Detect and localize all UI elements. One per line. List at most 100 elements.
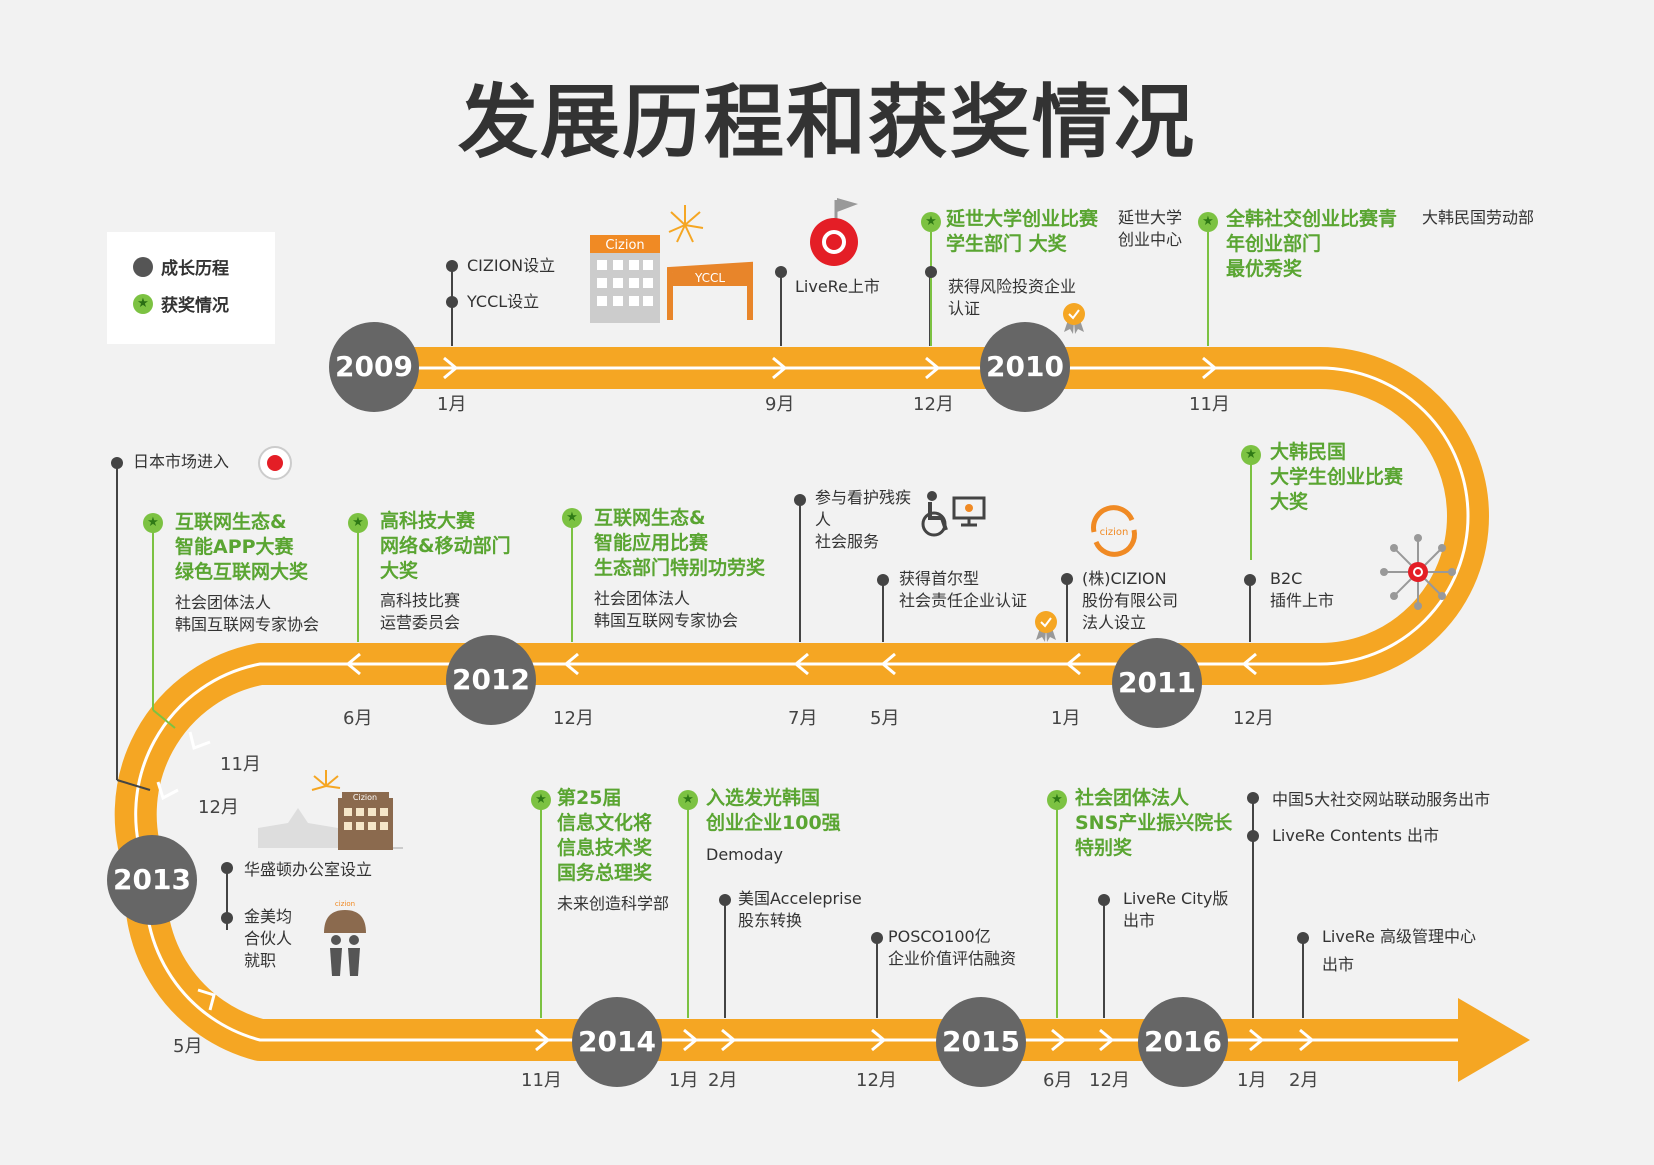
year-circle: 2013 (107, 835, 197, 925)
event-pin (1098, 894, 1110, 906)
month-label: 1月 (1237, 1070, 1267, 1091)
award-text: 全韩社交创业比赛青 年创业部门 最优秀奖 (1226, 207, 1397, 282)
award-line: 延世大学创业比赛 (946, 208, 1099, 230)
event-pin (446, 260, 458, 272)
award-star-icon: ★ (1047, 790, 1067, 810)
gray-dot-icon (133, 256, 153, 277)
event-pin (1244, 574, 1256, 586)
certificate-badge-icon (1035, 611, 1057, 642)
event-text: LiveRe 高级管理中心 出市 (1322, 926, 1476, 976)
wheelchair-monitor-icon (921, 491, 986, 537)
event-line: 获得首尔型 (899, 569, 980, 588)
month-label: 12月 (553, 708, 594, 729)
legend-awards-label: 获奖情况 (161, 296, 229, 316)
year-circle: 2010 (980, 322, 1070, 412)
month-label: 2月 (708, 1070, 738, 1091)
month-label: 1月 (1051, 708, 1081, 729)
event-text: 日本市场进入 (133, 452, 230, 471)
event-line: 就职 (244, 951, 277, 970)
award-star-icon: ★ (1241, 445, 1261, 465)
event-line: 参与看护残疾 (815, 488, 912, 507)
page-title: 发展历程和获奖情况 (458, 76, 1196, 169)
event-pin (1247, 792, 1259, 804)
event-pin (794, 494, 806, 506)
year-circle: 2009 (329, 322, 419, 412)
award-star-icon: ★ (1198, 212, 1218, 232)
event-line: 认证 (948, 299, 981, 318)
award-line: 智能应用比赛 (594, 532, 709, 554)
award-line: 国务总理奖 (557, 862, 653, 884)
award-line: 互联网生态& (175, 511, 287, 533)
event-pin (877, 574, 889, 586)
event-line: 股份有限公司 (1082, 591, 1179, 610)
event-line: LiveRe City版 (1123, 889, 1229, 908)
building-sign-text: Cizion (353, 793, 377, 802)
award-star-icon: ★ (143, 513, 163, 533)
award-line: 全韩社交创业比赛青 (1226, 208, 1398, 230)
event-line: POSCO100亿 (888, 927, 991, 946)
event-text: 社会团体法人 韩国互联网专家协会 (175, 592, 319, 636)
event-pin (446, 296, 458, 308)
green-star-icon: ★ (133, 293, 153, 314)
event-line: LiveRe 高级管理中心 (1322, 927, 1477, 946)
event-text: 获得首尔型 社会责任企业认证 (899, 568, 1027, 612)
event-pin (1297, 932, 1309, 944)
award-star-icon: ★ (678, 790, 698, 810)
event-line: 企业价值评估融资 (888, 949, 1017, 968)
event-text: LiveRe City版 出市 (1123, 888, 1228, 932)
award-line: 生态部门特别功劳奖 (594, 557, 766, 579)
event-text: LiveRe Contents 出市 (1272, 826, 1440, 845)
event-pin (111, 457, 123, 469)
award-line: 信息文化将 (557, 812, 653, 834)
event-line: B2C (1270, 569, 1303, 588)
legend: 成长历程 ★ 获奖情况 (107, 232, 275, 344)
partners-icon: cizion (324, 900, 366, 976)
partner-logo-text: cizion (335, 900, 355, 908)
legend-growth: 成长历程 (133, 254, 275, 279)
event-line: 社会团体法人 (594, 589, 691, 608)
event-text: 社会团体法人 韩国互联网专家协会 (594, 588, 738, 632)
event-line: 社会团体法人 (175, 593, 272, 612)
award-line: SNS产业振兴院长 (1075, 812, 1233, 834)
event-line: 韩国互联网专家协会 (175, 615, 320, 634)
event-text: YCCL设立 (467, 292, 540, 311)
event-line: 社会责任企业认证 (899, 591, 1028, 610)
award-line: 互联网生态& (594, 507, 706, 529)
event-text: (株)CIZION 股份有限公司 法人设立 (1082, 568, 1178, 634)
event-pin (719, 894, 731, 906)
award-line: 学生部门 大奖 (946, 233, 1067, 255)
event-pin (775, 266, 787, 278)
event-text: 获得风险投资企业 认证 (948, 276, 1076, 320)
event-text: 中国5大社交网站联动服务出市 (1272, 790, 1491, 809)
award-line: 特别奖 (1075, 837, 1133, 859)
month-label: 5月 (173, 1036, 203, 1057)
award-star-icon: ★ (531, 790, 551, 810)
award-line: 大韩民国 (1270, 441, 1347, 463)
event-pin (871, 932, 883, 944)
month-label: 1月 (669, 1070, 699, 1091)
month-label: 6月 (343, 708, 373, 729)
award-line: 第25届 (557, 787, 622, 809)
event-text: 大韩民国劳动部 (1422, 208, 1535, 227)
event-line: 金美均 (244, 907, 293, 926)
legend-growth-label: 成长历程 (161, 259, 229, 279)
month-label: 11月 (1189, 394, 1230, 415)
refresh-badge-icon: cizion (1091, 505, 1137, 557)
year-circle: 2015 (936, 997, 1026, 1087)
month-label: 5月 (870, 708, 900, 729)
award-line: 智能APP大赛 (175, 536, 294, 558)
event-line: 股东转换 (738, 911, 803, 930)
award-line: 年创业部门 (1226, 233, 1322, 255)
award-line: 大奖 (1270, 491, 1309, 513)
award-star-icon: ★ (348, 513, 368, 533)
event-text: 华盛顿办公室设立 (244, 860, 373, 879)
event-pin (1247, 830, 1259, 842)
month-label: 7月 (788, 708, 818, 729)
event-text: 参与看护残疾 人 社会服务 (815, 487, 911, 553)
event-line: 获得风险投资企业 (948, 277, 1077, 296)
event-line: (株)CIZION (1082, 569, 1167, 588)
event-text: CIZION设立 (467, 256, 556, 275)
washington-office-icon: Cizion (258, 770, 403, 850)
event-line: 人 (815, 510, 832, 529)
